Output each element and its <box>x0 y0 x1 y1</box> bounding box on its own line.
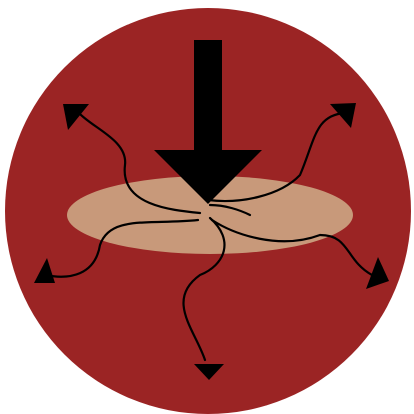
down-arrow-shaft <box>194 40 222 152</box>
